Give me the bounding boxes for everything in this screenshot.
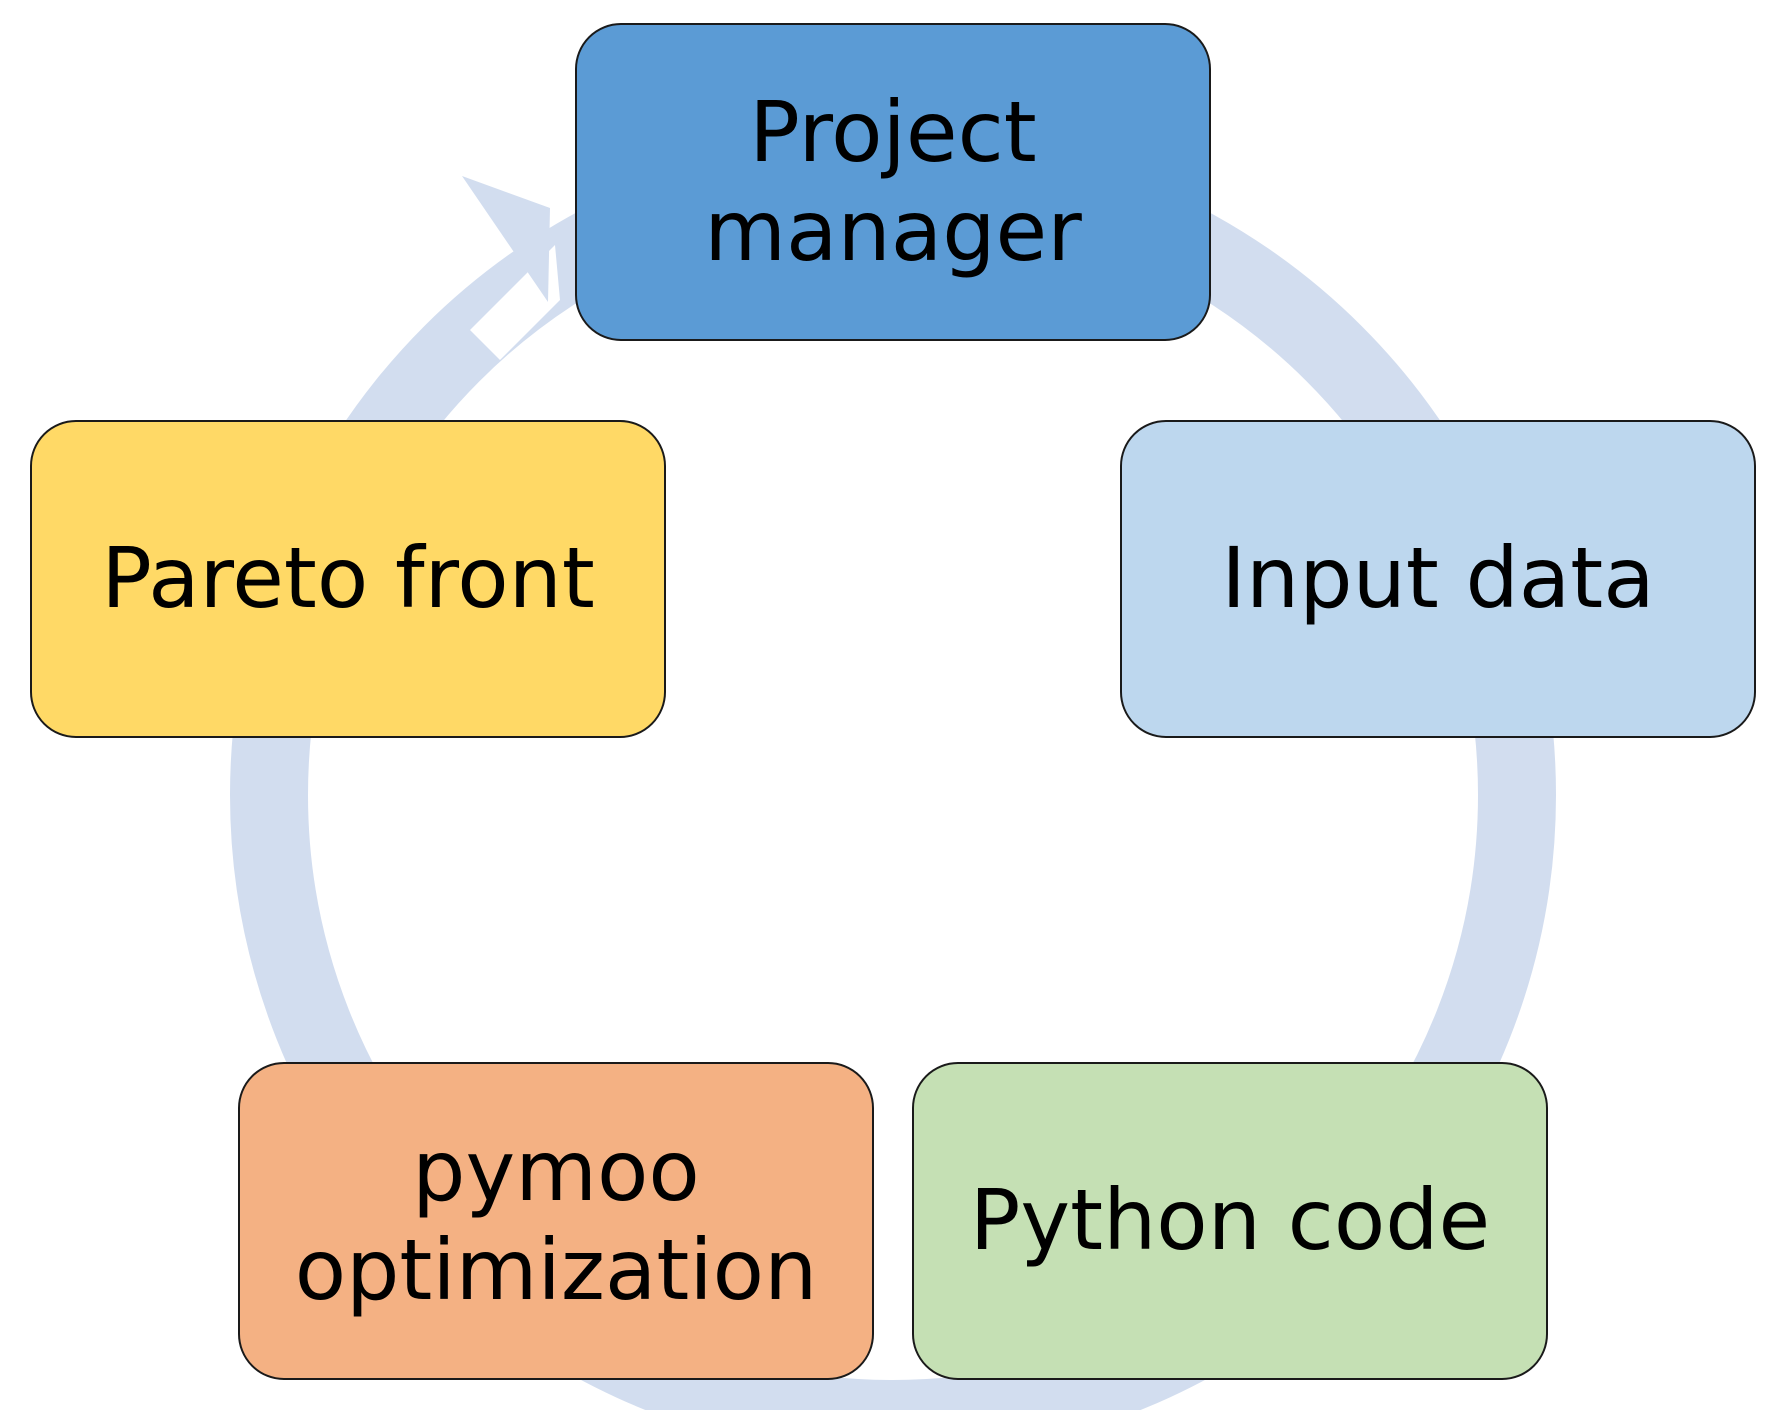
node-label: Python code: [969, 1171, 1491, 1270]
node-label: manager: [704, 182, 1082, 280]
node-label: Pareto front: [101, 529, 595, 628]
node-pymoo-optimization: pymoo optimization: [238, 1062, 874, 1380]
node-python-code: Python code: [912, 1062, 1548, 1380]
node-pareto-front: Pareto front: [30, 420, 666, 738]
node-label: pymoo: [412, 1121, 700, 1220]
node-label: optimization: [294, 1221, 818, 1319]
cycle-arrowhead: [462, 176, 550, 302]
node-project-manager: Project manager: [575, 23, 1211, 341]
node-input-data: Input data: [1120, 420, 1756, 738]
node-label: Input data: [1221, 529, 1655, 628]
node-label: Project: [749, 82, 1037, 181]
